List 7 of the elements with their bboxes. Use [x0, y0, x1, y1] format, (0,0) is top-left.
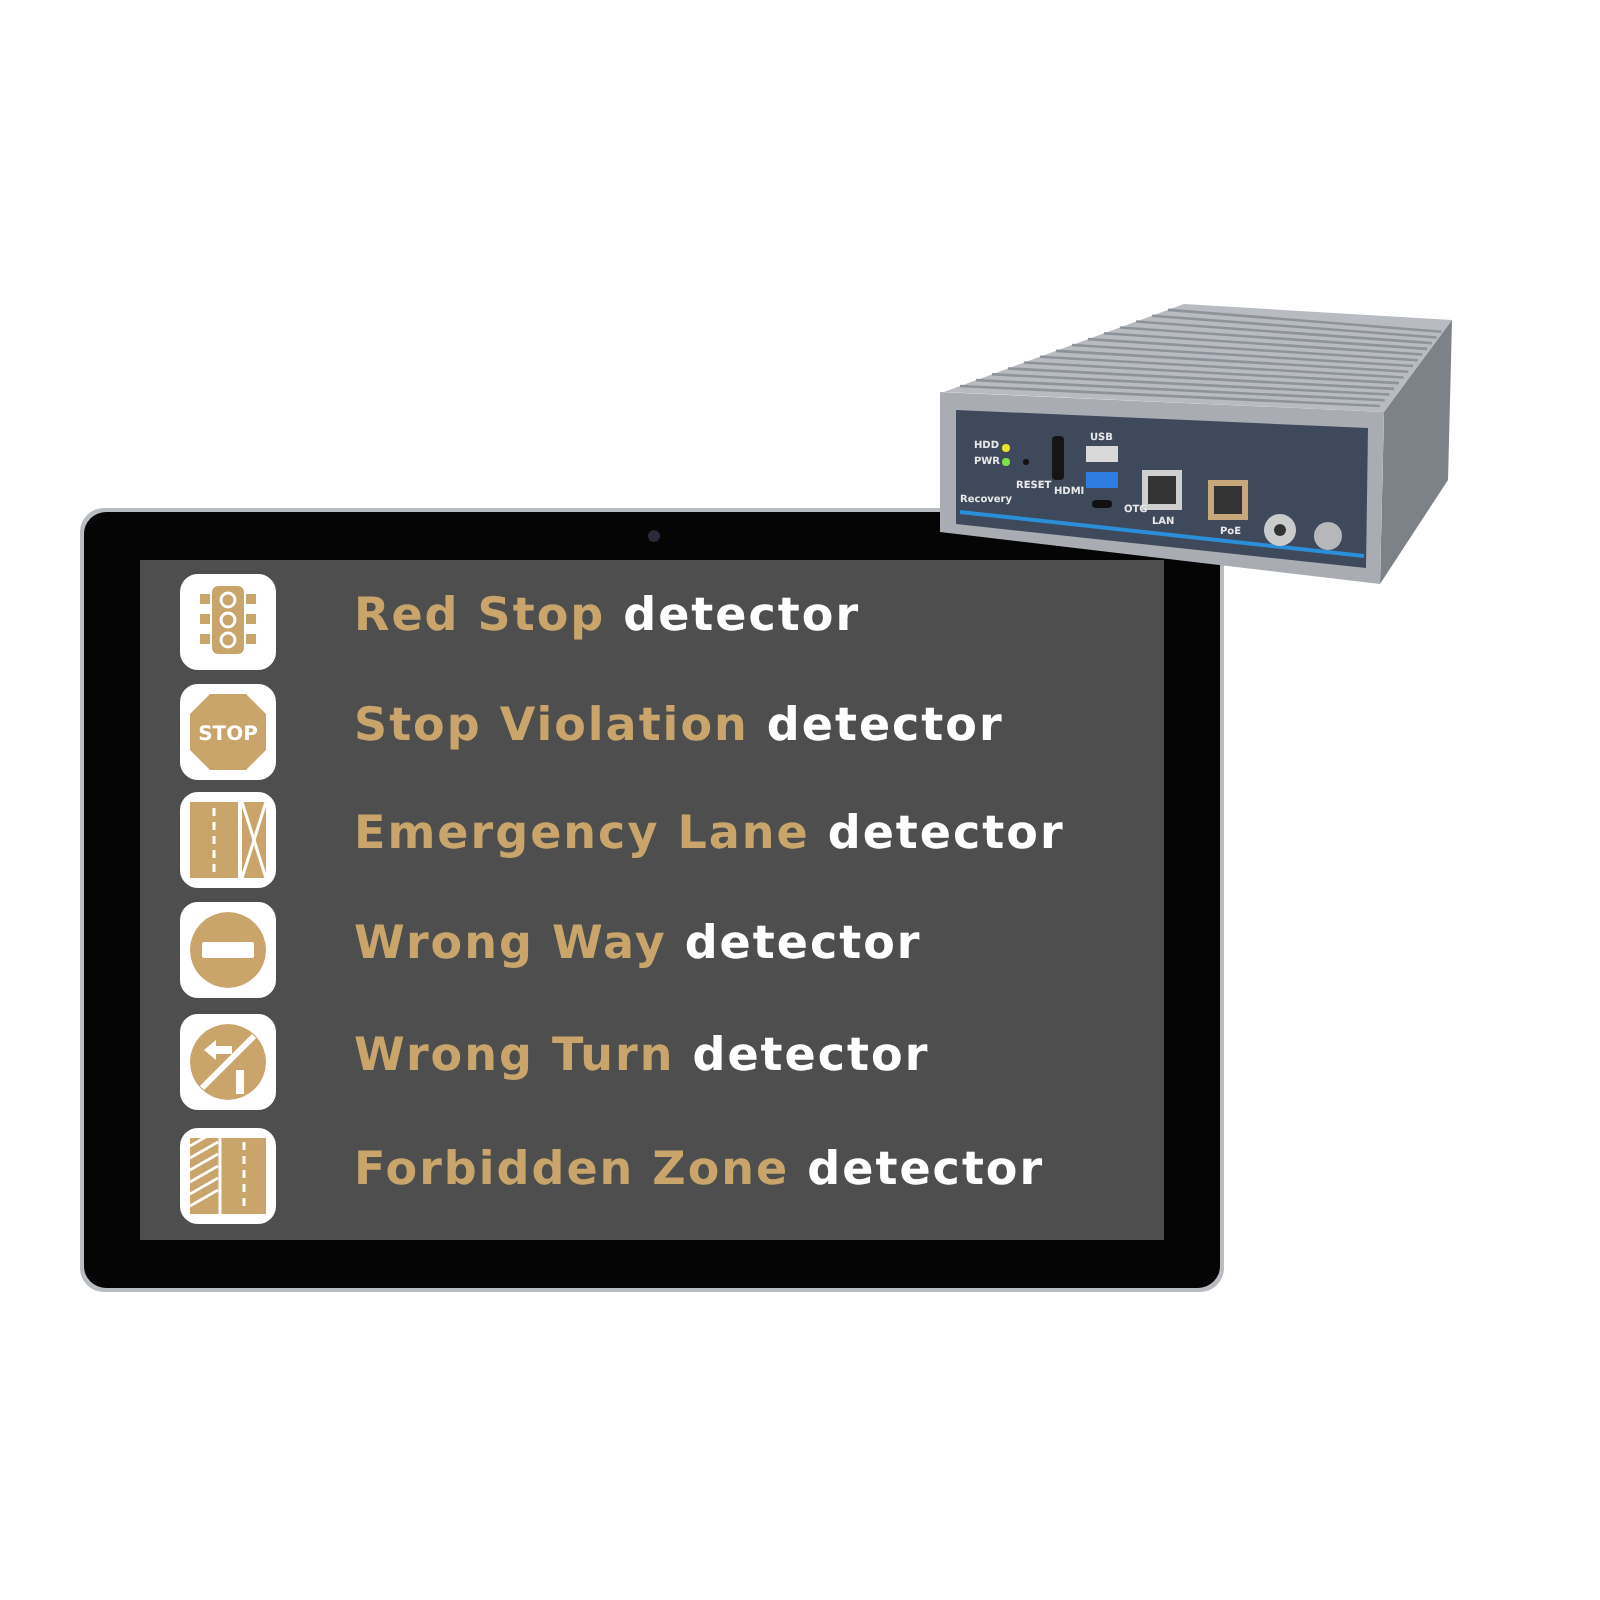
stop-sign-icon: STOP [180, 684, 276, 780]
detector-list-item: Forbidden Zone detector [354, 1142, 1045, 1198]
detector-list-item: Wrong Turn detector [354, 1028, 930, 1084]
detector-list-item: Red Stop detector [354, 588, 861, 644]
detector-list-item: Wrong Way detector [354, 916, 922, 972]
detector-list-item: Emergency Lane detector [354, 806, 1065, 862]
detector-list-item: Stop Violation detector [354, 698, 1004, 754]
